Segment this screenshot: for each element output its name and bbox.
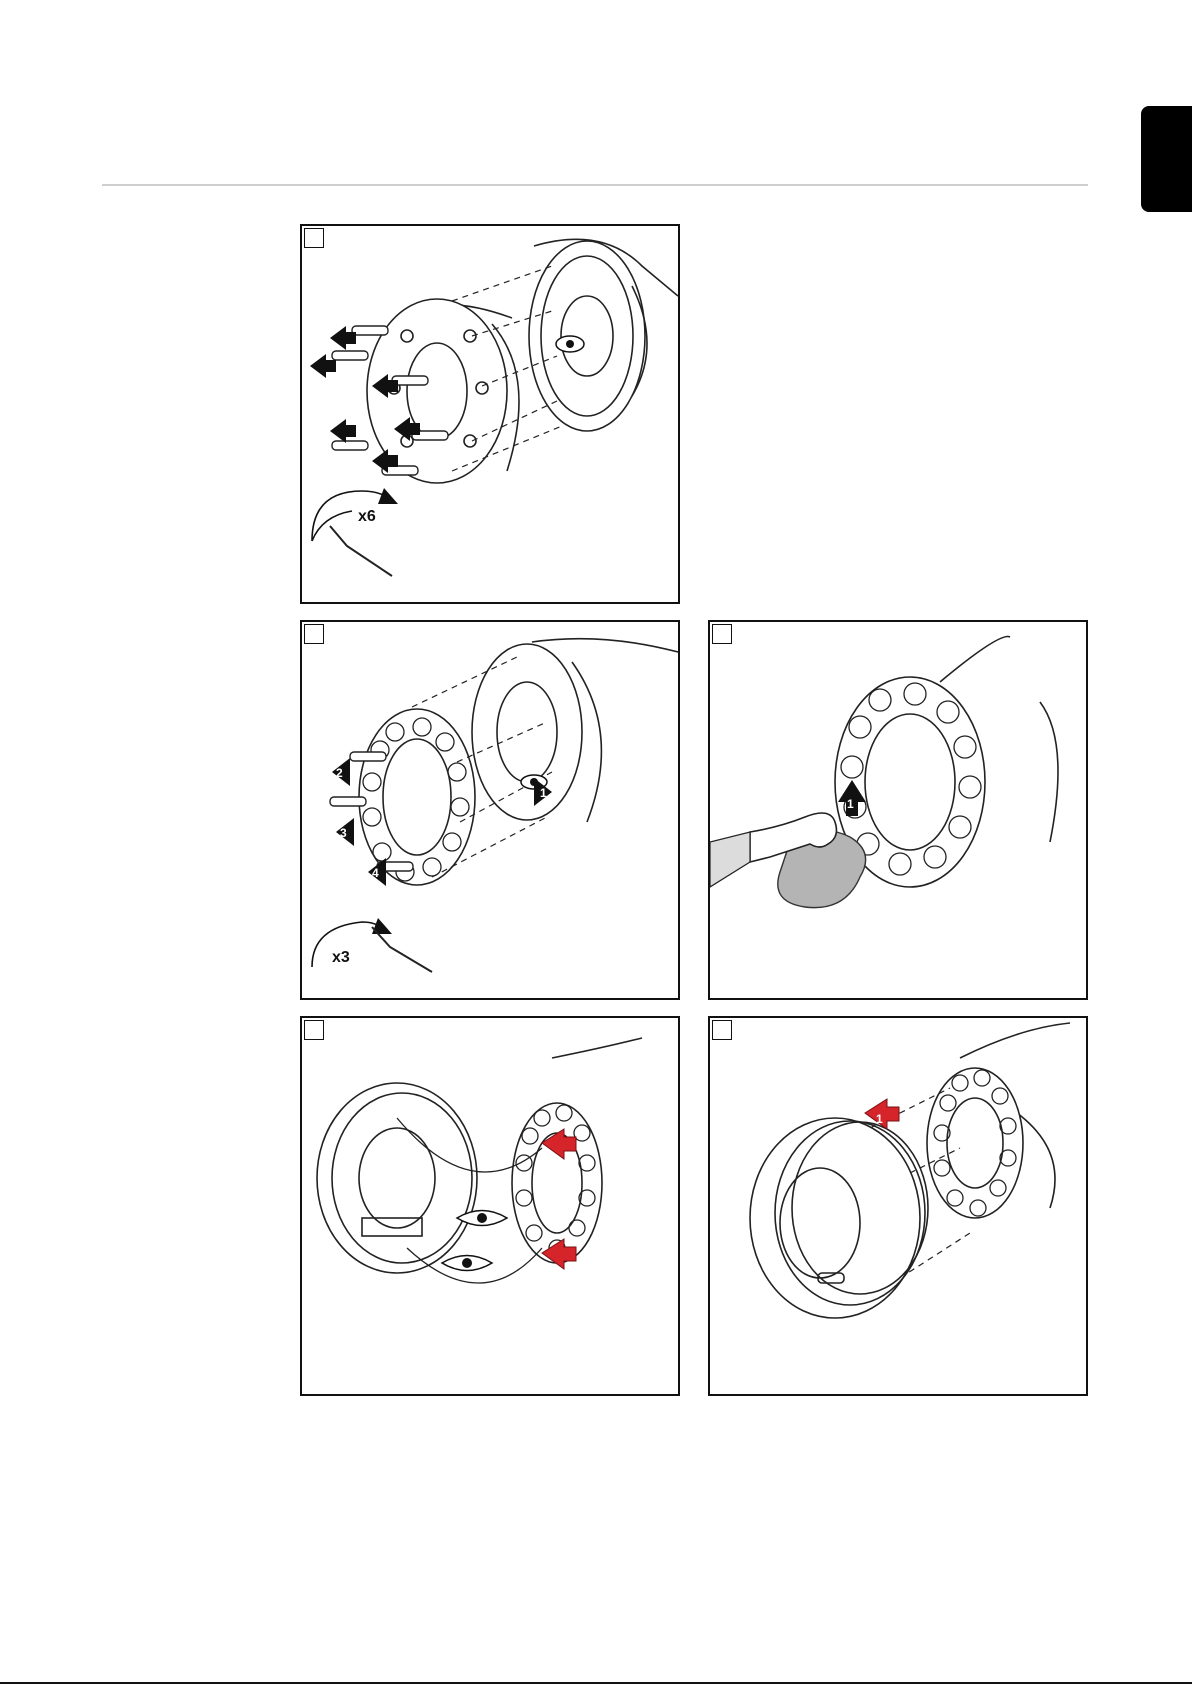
multiplier-label: x3 [332, 949, 350, 966]
step-checkbox [712, 624, 732, 644]
arrow-icon [330, 419, 356, 443]
multiplier-label: x6 [358, 508, 376, 525]
header-rule [102, 184, 1088, 186]
step-number: 3 [340, 826, 347, 840]
step-checkbox [304, 228, 324, 248]
cleaning-drawing: 1 [710, 622, 1086, 998]
illustration-panel-5: 1 [708, 1016, 1088, 1396]
step-number: 1 [847, 797, 854, 811]
cover-alignment-drawing [302, 1018, 678, 1394]
step-checkbox [304, 624, 324, 644]
step-checkbox [712, 1020, 732, 1040]
illustration-panel-4 [300, 1016, 680, 1396]
illustration-panel-3: 1 [708, 620, 1088, 1000]
step-number: 1 [540, 786, 547, 800]
eye-icon [442, 1256, 492, 1271]
cover-mounting-drawing: 1 [710, 1018, 1086, 1394]
ring-installation-drawing: 2 3 4 1 x3 [302, 622, 678, 998]
chapter-thumb-tab [1141, 106, 1192, 212]
exploded-view-flange-drawing: x6 [302, 226, 678, 602]
step-number: 4 [372, 866, 379, 880]
illustration-panel-2: 2 3 4 1 x3 [300, 620, 680, 1000]
step-number: 2 [336, 766, 343, 780]
rotation-arrow-icon [312, 491, 392, 541]
step-number: 1 [876, 1112, 883, 1126]
hex-key-icon [330, 526, 392, 576]
step-checkbox [304, 1020, 324, 1040]
footer-rule [0, 1682, 1192, 1684]
illustration-panel-1: x6 [300, 224, 680, 604]
eye-icon [556, 336, 584, 352]
